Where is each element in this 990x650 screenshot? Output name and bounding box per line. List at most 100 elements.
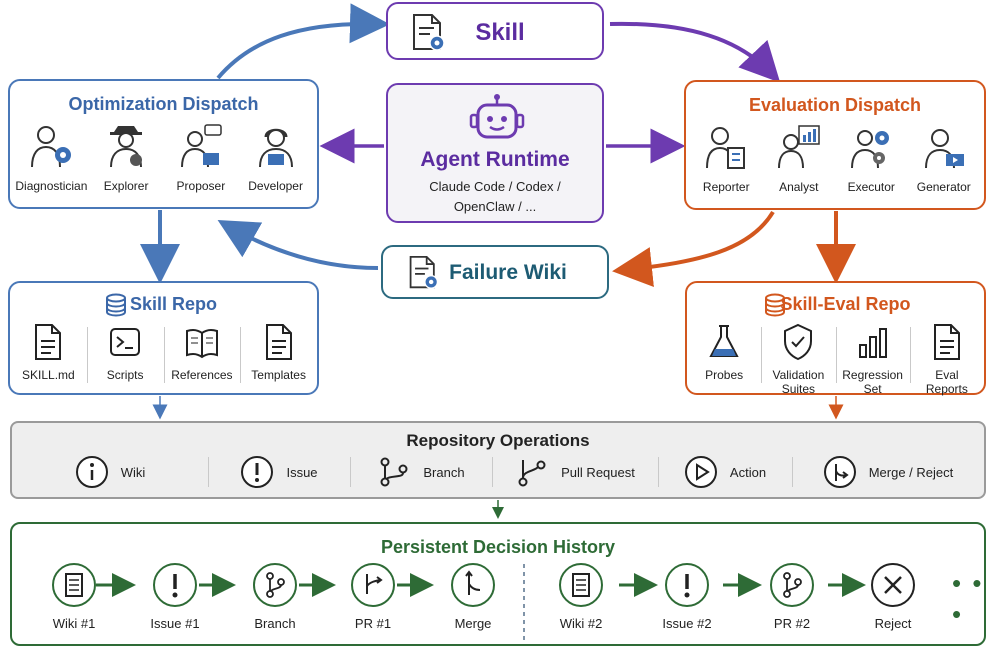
proposer-person-icon bbox=[180, 124, 222, 168]
label-line: Validation bbox=[772, 368, 825, 382]
terminal-icon bbox=[110, 328, 141, 356]
history-node-label: Wiki #1 bbox=[52, 616, 96, 631]
exclamation-icon bbox=[665, 563, 709, 607]
agent-label: Executor bbox=[847, 180, 895, 194]
op-merge-reject: Merge / Reject bbox=[792, 451, 984, 493]
label-line: Probes bbox=[705, 368, 744, 382]
history-node-pr-1: PR #1 bbox=[333, 562, 413, 631]
reporter-person-icon bbox=[706, 127, 746, 169]
repository-operations-box: Repository Operations Wiki Issue Branch … bbox=[10, 421, 986, 499]
pull-request-icon bbox=[351, 563, 395, 607]
template-icon bbox=[265, 324, 292, 360]
explorer-person-icon bbox=[110, 126, 143, 168]
runtime-line-2: OpenClaw / ... bbox=[453, 199, 537, 214]
repo-item-label: References bbox=[171, 368, 233, 382]
wiki-document-icon bbox=[409, 256, 439, 289]
op-pull-request: Pull Request bbox=[492, 451, 658, 493]
history-node-label: Issue #2 bbox=[662, 616, 712, 631]
close-icon bbox=[871, 563, 915, 607]
label-line: Eval bbox=[935, 368, 959, 382]
evaluation-dispatch-title: Evaluation Dispatch bbox=[748, 95, 922, 115]
repo-item-templates: Templates bbox=[240, 323, 317, 383]
skill-repo-title: Skill Repo bbox=[129, 294, 218, 314]
agent-label: Proposer bbox=[176, 179, 226, 193]
history-node-label: PR #2 bbox=[773, 616, 811, 631]
agent-label: Reporter bbox=[702, 180, 750, 194]
flask-icon bbox=[709, 325, 739, 357]
op-label: Pull Request bbox=[561, 464, 635, 480]
branch-icon bbox=[380, 457, 408, 487]
decision-history-box: Persistent Decision History Wiki #1 Issu… bbox=[10, 522, 986, 646]
agent-label: Explorer bbox=[103, 179, 149, 193]
evaluation-dispatch-box: Evaluation Dispatch Reporter Analyst bbox=[684, 80, 986, 210]
analyst-person-icon bbox=[777, 125, 820, 169]
shield-check-icon bbox=[784, 323, 813, 361]
failure-wiki-box: Failure Wiki bbox=[381, 245, 609, 299]
skill-title: Skill bbox=[475, 19, 525, 46]
generator-person-icon bbox=[924, 129, 964, 169]
exclamation-icon bbox=[153, 563, 197, 607]
pull-request-icon bbox=[518, 460, 546, 487]
op-label: Action bbox=[729, 464, 767, 480]
branch-icon bbox=[770, 563, 814, 607]
history-node-branch: Branch bbox=[235, 562, 315, 631]
optimization-dispatch-box: Optimization Dispatch Diagnostician Expl… bbox=[8, 79, 319, 209]
robot-icon bbox=[469, 94, 525, 139]
skill-box: Skill bbox=[386, 2, 604, 60]
arrow-wiki-to-opt bbox=[217, 220, 379, 270]
database-icon bbox=[765, 293, 785, 317]
decision-history-title: Persistent Decision History bbox=[380, 537, 616, 557]
op-issue: Issue bbox=[208, 451, 350, 493]
merge-icon bbox=[451, 563, 495, 607]
op-label: Merge / Reject bbox=[868, 464, 954, 480]
history-node-label: Issue #1 bbox=[150, 616, 200, 631]
play-icon bbox=[684, 456, 717, 488]
op-branch: Branch bbox=[350, 451, 492, 493]
agent-explorer: Explorer bbox=[90, 123, 162, 193]
repo-item-scripts: Scripts bbox=[86, 323, 164, 383]
agent-proposer: Proposer bbox=[165, 123, 237, 193]
runtime-line-1: Claude Code / Codex / bbox=[429, 179, 561, 194]
op-label: Issue bbox=[286, 464, 318, 480]
more-ellipsis: • • • bbox=[952, 568, 984, 629]
repo-item-label: Templates bbox=[251, 368, 306, 382]
history-node-merge: Merge bbox=[433, 562, 513, 631]
repo-item-skill-md: SKILL.md bbox=[10, 323, 87, 382]
arrow-skill-to-eval bbox=[609, 21, 781, 83]
bar-chart-icon bbox=[858, 328, 887, 358]
skill-document-icon bbox=[413, 14, 445, 51]
op-label: Branch bbox=[423, 464, 465, 480]
label-line: Regression bbox=[842, 368, 903, 382]
exclamation-icon bbox=[241, 456, 274, 488]
history-node-wiki-2: Wiki #2 bbox=[541, 562, 621, 631]
agent-runtime-title: Agent Runtime bbox=[420, 148, 570, 171]
book-icon bbox=[185, 328, 218, 359]
skill-repo-box: Skill Repo SKILL.md Scripts References T… bbox=[8, 281, 319, 395]
repo-item-probes: Probes bbox=[687, 323, 761, 396]
history-node-label: Reject bbox=[874, 616, 912, 631]
executor-person-icon bbox=[851, 130, 890, 169]
history-node-pr-2: PR #2 bbox=[752, 562, 832, 631]
wiki-doc-icon bbox=[52, 563, 96, 607]
label-line: Reports bbox=[925, 382, 968, 396]
history-node-wiki-1: Wiki #1 bbox=[34, 562, 114, 631]
agent-label: Analyst bbox=[779, 180, 819, 194]
database-icon bbox=[106, 293, 126, 317]
failure-wiki-title: Failure Wiki bbox=[449, 261, 567, 284]
agent-executor: Executor bbox=[835, 124, 907, 194]
op-wiki: Wiki bbox=[12, 451, 208, 493]
agent-label: Developer bbox=[248, 179, 303, 193]
arrow-opt-to-skill bbox=[216, 3, 390, 80]
agent-generator: Generator bbox=[908, 124, 980, 194]
repository-operations-title: Repository Operations bbox=[406, 431, 590, 450]
op-action: Action bbox=[658, 451, 792, 493]
branch-icon bbox=[253, 563, 297, 607]
developer-person-icon bbox=[258, 128, 293, 168]
agent-reporter: Reporter bbox=[690, 124, 762, 194]
agent-developer: Developer bbox=[240, 123, 312, 193]
